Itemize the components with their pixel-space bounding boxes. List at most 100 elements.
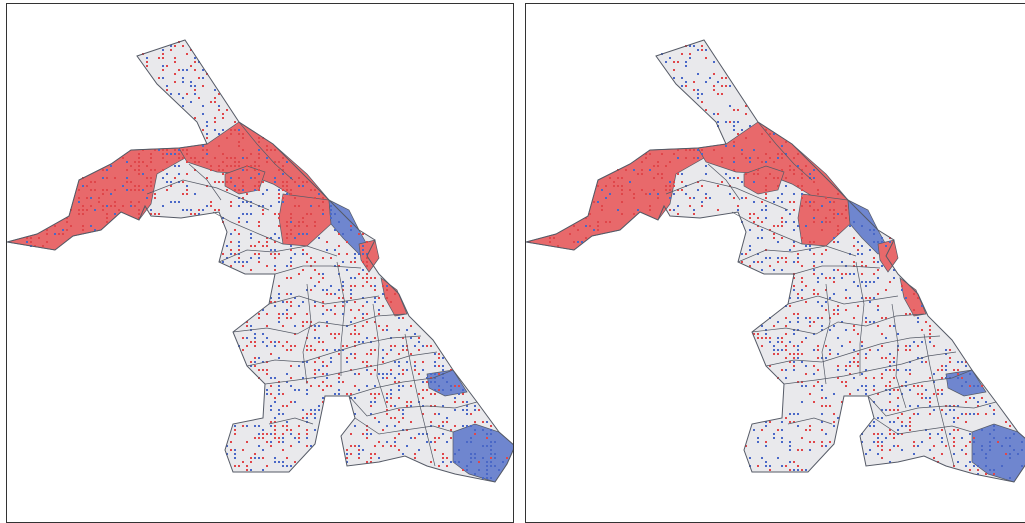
map-dot xyxy=(318,193,320,195)
map-dot xyxy=(773,177,775,179)
map-dot xyxy=(430,461,432,463)
map-dot xyxy=(422,433,424,435)
map-dot xyxy=(466,405,468,407)
map-dot xyxy=(386,393,388,395)
map-dot xyxy=(382,429,384,431)
map-dot xyxy=(430,345,432,347)
map-dot xyxy=(310,345,312,347)
map-dot xyxy=(178,173,180,175)
map-dot xyxy=(366,301,368,303)
map-dot xyxy=(402,385,404,387)
map-dot xyxy=(246,325,248,327)
precinct-boundary xyxy=(873,417,973,435)
map-dot xyxy=(166,189,168,191)
map-dot xyxy=(114,213,116,215)
map-dot xyxy=(462,425,464,427)
map-dot xyxy=(338,389,340,391)
map-dot xyxy=(817,357,819,359)
map-dot xyxy=(258,221,260,223)
map-dot xyxy=(953,369,955,371)
map-dot xyxy=(194,213,196,215)
map-dot xyxy=(498,469,500,471)
map-dot xyxy=(410,353,412,355)
map-dot xyxy=(198,97,200,99)
map-dot xyxy=(482,477,484,479)
map-dot xyxy=(665,185,667,187)
map-dot xyxy=(833,425,835,427)
map-dot xyxy=(298,365,300,367)
map-dot xyxy=(1021,449,1023,451)
map-dot xyxy=(765,217,767,219)
map-dot xyxy=(438,373,440,375)
map-dot xyxy=(941,377,943,379)
map-dot xyxy=(358,457,360,459)
map-dot xyxy=(290,345,292,347)
map-dot xyxy=(298,185,300,187)
map-dot xyxy=(797,297,799,299)
map-dot xyxy=(845,209,847,211)
map-dot xyxy=(853,281,855,283)
map-dot xyxy=(901,413,903,415)
map-dot xyxy=(901,425,903,427)
map-dot xyxy=(749,245,751,247)
map-dot xyxy=(254,345,256,347)
map-dot xyxy=(693,89,695,91)
map-dot xyxy=(641,169,643,171)
map-dot xyxy=(793,361,795,363)
map-dot xyxy=(366,321,368,323)
map-dot xyxy=(438,465,440,467)
map-dot xyxy=(350,433,352,435)
map-dot xyxy=(326,349,328,351)
map-dot xyxy=(230,241,232,243)
map-dot xyxy=(246,169,248,171)
map-dot xyxy=(338,373,340,375)
map-dot xyxy=(178,181,180,183)
map-dot xyxy=(274,429,276,431)
map-dot xyxy=(969,385,971,387)
map-dot xyxy=(274,457,276,459)
precinct-boundary xyxy=(268,417,314,425)
map-dot xyxy=(310,445,312,447)
map-dot xyxy=(234,253,236,255)
map-dot xyxy=(853,261,855,263)
map-dot xyxy=(274,401,276,403)
map-dot xyxy=(262,437,264,439)
map-dot xyxy=(885,389,887,391)
map-dot xyxy=(102,169,104,171)
map-dot xyxy=(238,141,240,143)
map-dot xyxy=(250,457,252,459)
map-dot xyxy=(593,201,595,203)
map-dot xyxy=(733,129,735,131)
map-dot xyxy=(901,421,903,423)
map-dot xyxy=(190,157,192,159)
map-dot xyxy=(701,185,703,187)
map-dot xyxy=(1005,453,1007,455)
map-dot xyxy=(801,237,803,239)
map-dot xyxy=(218,169,220,171)
map-dot xyxy=(334,337,336,339)
map-dot xyxy=(162,49,164,51)
map-dot xyxy=(717,113,719,115)
map-dot xyxy=(326,309,328,311)
map-dot xyxy=(765,185,767,187)
map-dot xyxy=(993,429,995,431)
map-dot xyxy=(290,249,292,251)
map-dot xyxy=(701,49,703,51)
map-dot xyxy=(290,433,292,435)
map-dot xyxy=(821,441,823,443)
map-dot xyxy=(773,133,775,135)
map-dot xyxy=(705,165,707,167)
map-dot xyxy=(242,337,244,339)
map-dot xyxy=(977,469,979,471)
map-dot xyxy=(777,353,779,355)
map-dot xyxy=(238,177,240,179)
map-dot xyxy=(218,165,220,167)
precinct-boundary xyxy=(268,295,380,305)
map-dot xyxy=(985,465,987,467)
map-dot xyxy=(773,201,775,203)
map-dot xyxy=(242,201,244,203)
map-dot xyxy=(146,57,148,59)
map-dot xyxy=(374,393,376,395)
map-dot xyxy=(757,337,759,339)
map-dot xyxy=(358,309,360,311)
